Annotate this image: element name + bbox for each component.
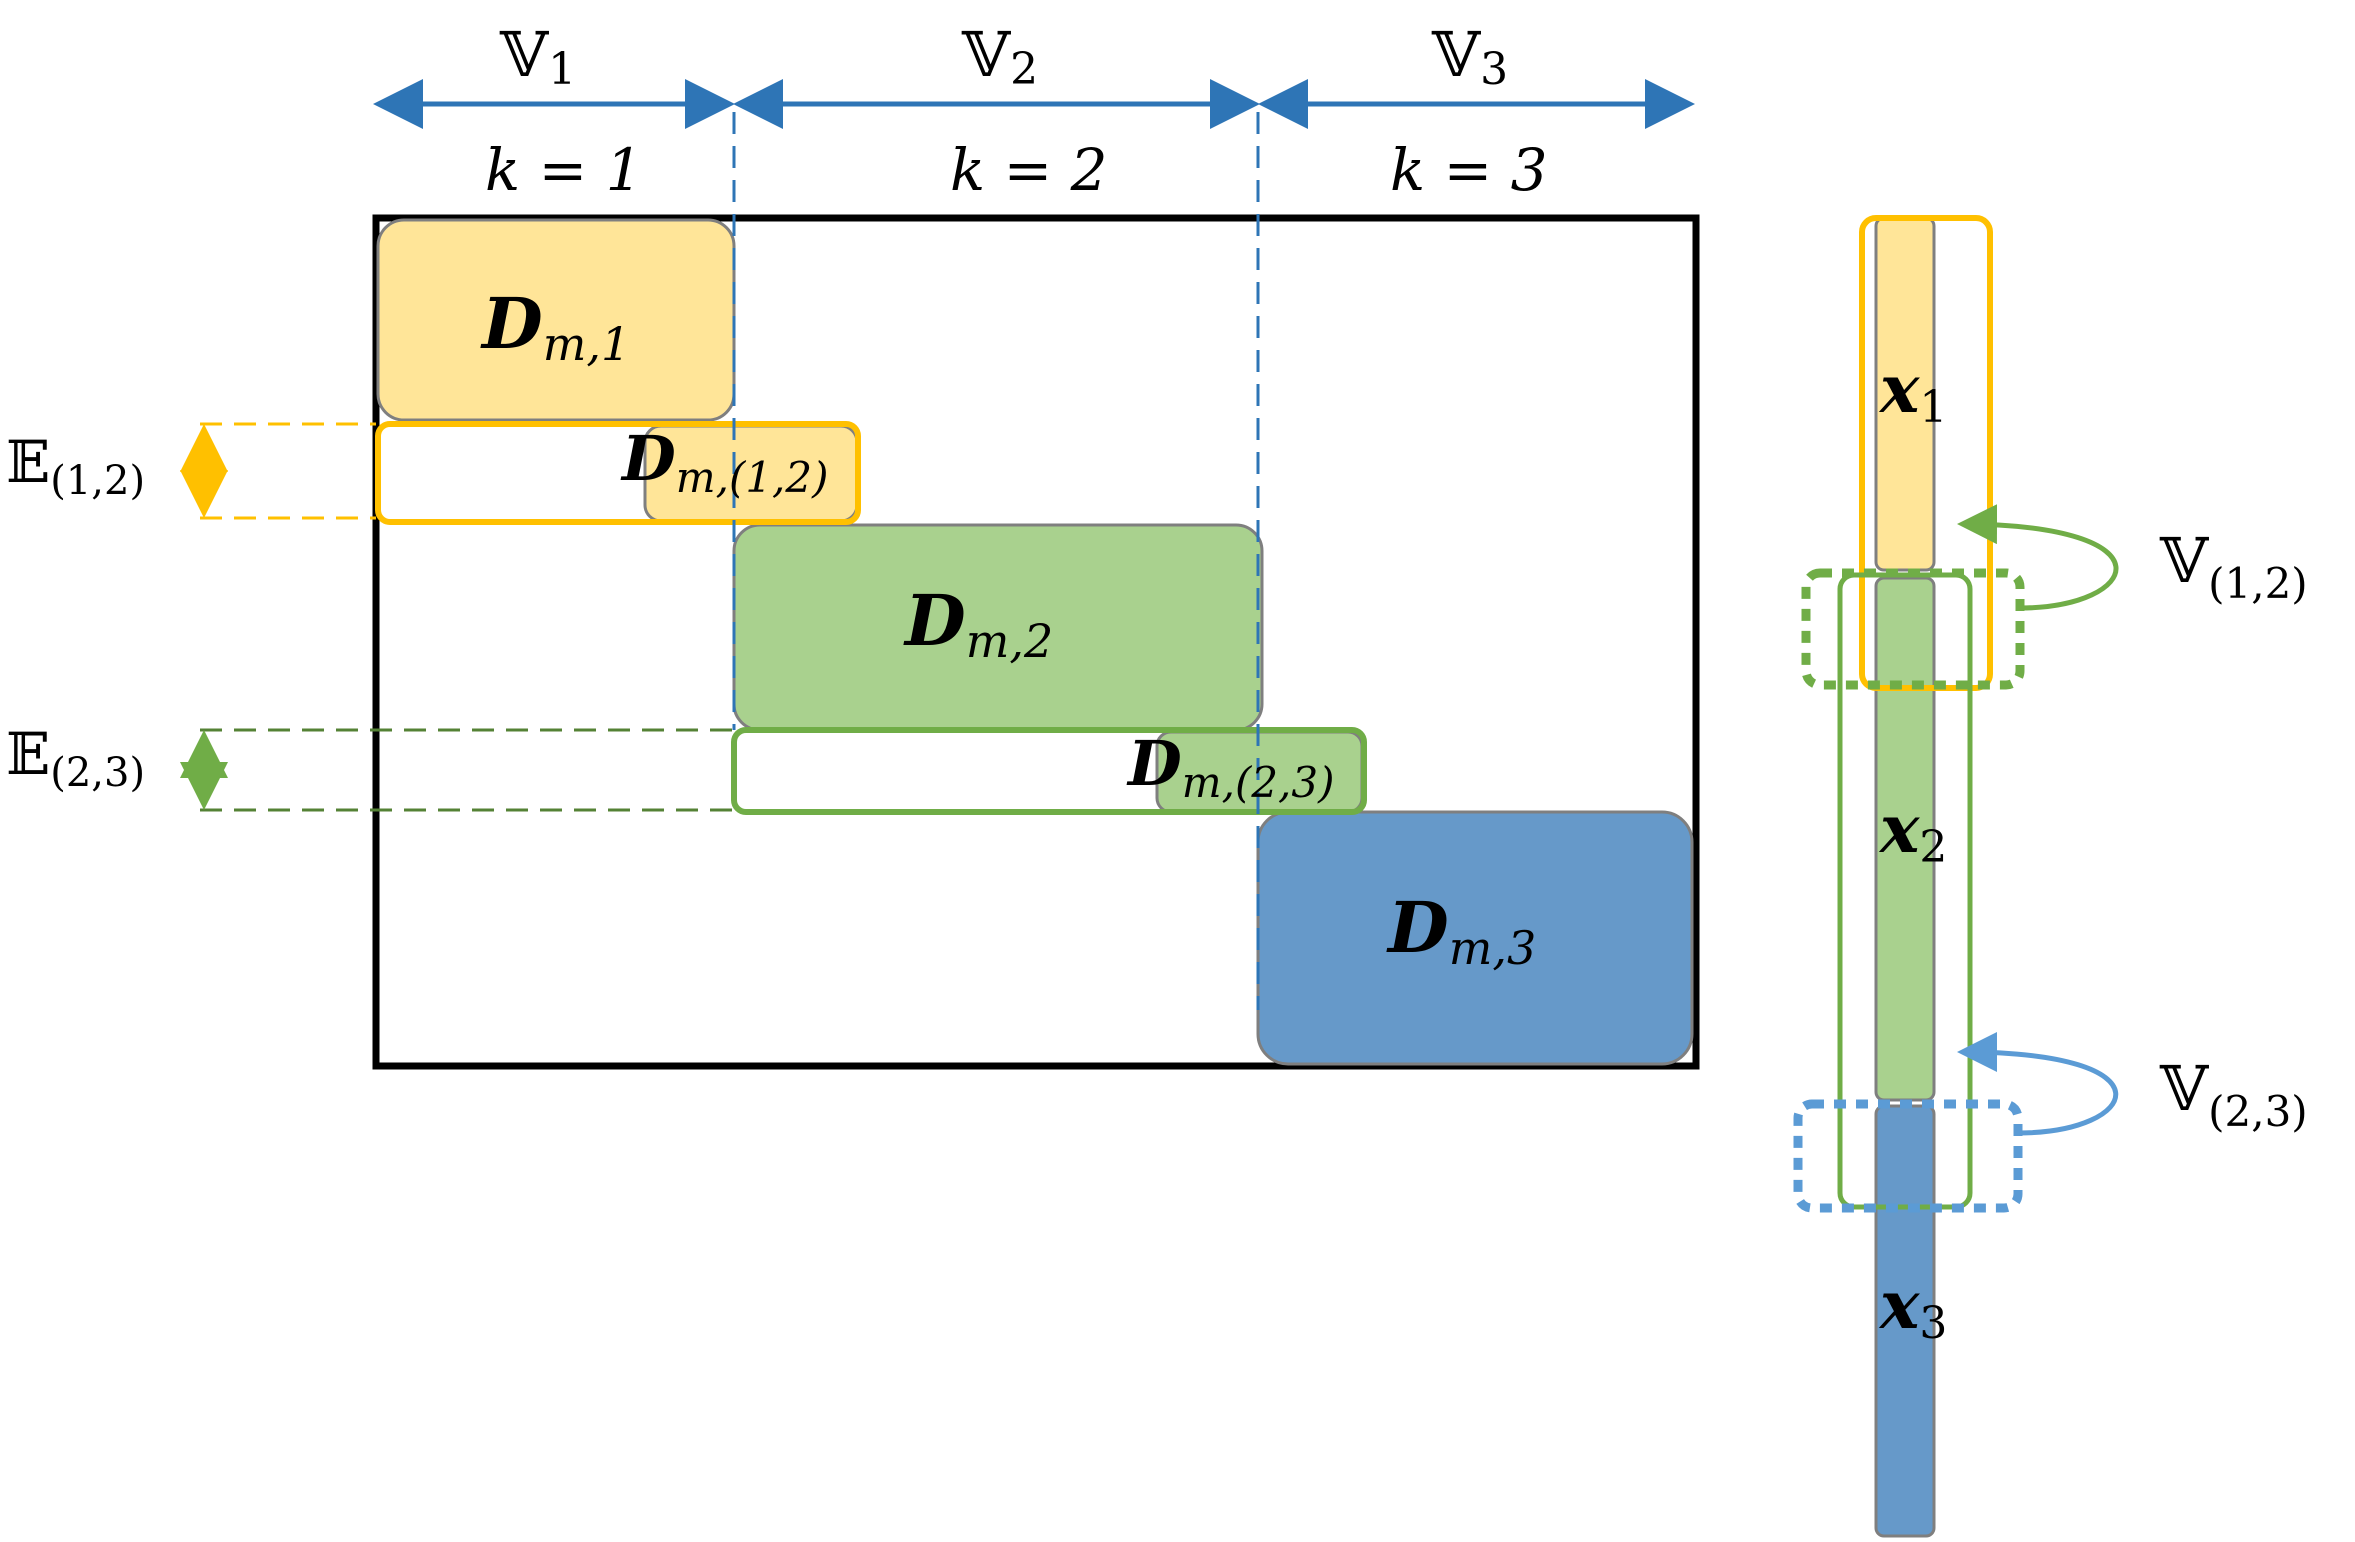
label-v12: 𝕍(1,2): [2159, 524, 2308, 608]
label-x1: x1: [1878, 350, 1947, 433]
label-e12: 𝔼(1,2): [6, 428, 145, 504]
edge-outline-23: [731, 727, 1367, 815]
v2-label: 𝕍2: [961, 18, 1038, 95]
edge-outline-12: [375, 421, 861, 525]
k1-label: k = 1: [485, 136, 643, 204]
overlap-v23-dotted: [1793, 1099, 2023, 1213]
label-x3: x3: [1878, 1266, 1947, 1349]
label-x2: x2: [1878, 790, 1947, 873]
label-d23: Dm,(2,3): [1126, 727, 1335, 807]
label-v23: 𝕍(2,3): [2159, 1052, 2308, 1136]
matrix-outline: [372, 214, 1700, 1070]
vector-group-1-outline: [1859, 215, 1993, 691]
overlap-v12-dotted: [1801, 568, 2025, 690]
label-d12: Dm,(1,2): [620, 422, 829, 502]
v3-label: 𝕍3: [1431, 18, 1508, 95]
v12-curved-arrow: [1957, 504, 2119, 611]
label-e23: 𝔼(2,3): [6, 720, 145, 796]
vector-group-2-outline: [1837, 572, 1973, 1210]
k2-label: k = 2: [950, 136, 1108, 204]
label-d1: Dm,1: [480, 282, 630, 371]
label-d3: Dm,3: [1386, 886, 1536, 975]
k3-label: k = 3: [1390, 136, 1548, 204]
label-d2: Dm,2: [903, 579, 1053, 668]
v23-curved-arrow: [1957, 1032, 2119, 1136]
v1-label: 𝕍1: [499, 18, 576, 95]
